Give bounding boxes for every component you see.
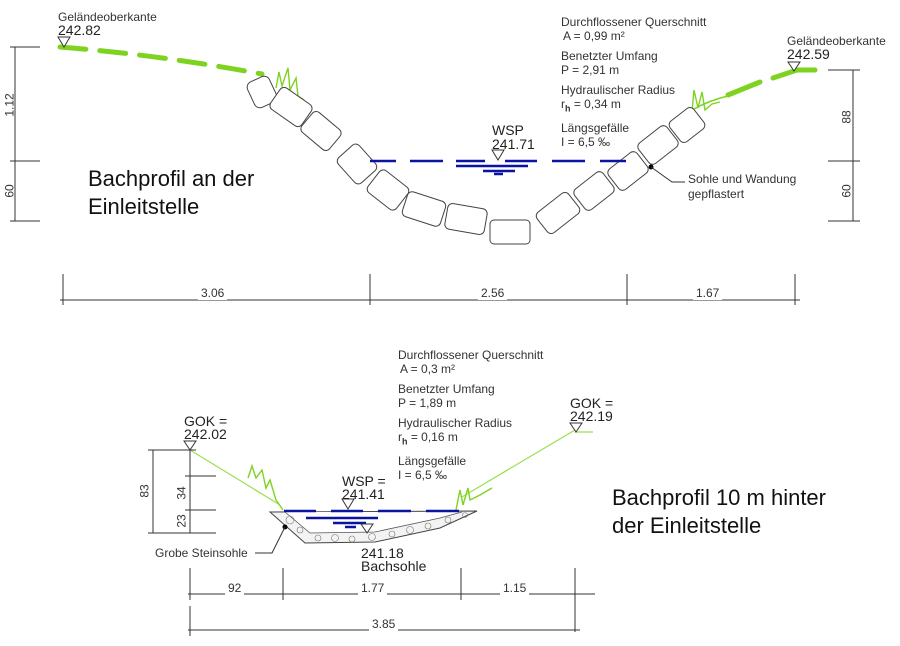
slope-value-2: I = 6,5 ‰ [398,468,448,483]
profile1-hydraulics-block: Durchflossener Querschnitt A = 0,99 m² B… [561,15,706,149]
dim-vertical-upper-2: 34 [174,486,189,500]
slope-label-2: Längsgefälle [398,454,467,469]
profile2-annotation: Grobe Steinsohle [155,546,248,560]
profile1-title: Bachprofil an der Einleitstelle [88,166,255,219]
gok-marker-icon-right [787,61,801,72]
dim-vertical-total-2: 83 [137,484,152,498]
wsp-marker-icon-2 [341,498,355,510]
gok-marker-icon-left-2 [183,440,197,451]
left-gok-value-2: 242.02 [184,426,227,442]
wsp-value: 241.71 [492,136,535,152]
profile2-hydraulics-block: Durchflossener Querschnitt A = 0,3 m² Be… [398,348,543,482]
dim-right-upper: 88 [839,110,854,124]
profile1-annotation-line2: gepflastert [688,187,745,201]
slope-value: I = 6,5 ‰ [561,135,611,150]
radius-label: Hydraulischer Radius [561,83,676,97]
profile2-terrain-left [189,449,281,506]
grass-icon-left-2 [247,463,284,511]
left-gok-label: Geländeoberkante [58,10,157,24]
profile2-terrain-right [461,429,593,498]
wsp-value-2: 241.41 [342,486,385,502]
bed-label: Bachsohle [361,558,427,574]
dim-horizontal-2-2: 1.77 [358,581,388,595]
profile2-stone-bed [268,510,478,544]
profile1-vertical-dims-left [10,46,40,222]
perimeter-value-2: P = 1,89 m [398,396,457,410]
profile1-terrain-left [57,44,265,77]
grass-icon-left [275,67,305,101]
left-gok-value: 242.82 [58,22,101,38]
area-label-2: Durchflossener Querschnitt [398,348,544,362]
perimeter-label-2: Benetzter Umfang [398,382,495,396]
profile1-paving-stones [246,75,706,245]
profile2-annotation-leader [255,524,288,554]
dim-horizontal-2-3: 1.15 [500,581,530,595]
wsp-label: WSP [492,122,524,138]
area-value: A = 0,99 m² [563,29,625,43]
radius-value: rh = 0,34 m [561,97,621,114]
grass-icon-right-2 [455,487,493,511]
gok-marker-icon-left [57,36,71,48]
radius-label-2: Hydraulischer Radius [398,416,513,430]
profile2-title: Bachprofil 10 m hinter der Einleitstelle [612,485,826,538]
wsp-label-2: WSP = [342,473,386,489]
profile1-annotation-line1: Sohle und Wandung [688,172,797,186]
dim-horizontal-3: 1.67 [693,286,723,300]
left-gok-label-2: GOK = [184,413,228,429]
perimeter-label: Benetzter Umfang [561,49,658,63]
profile2-water-level [284,509,459,529]
dim-left-upper: 1.12 [2,93,17,117]
right-gok-label: Geländeoberkante [787,34,886,48]
dim-horizontal-2: 2.56 [478,286,508,300]
area-value-2: A = 0,3 m² [400,362,456,376]
dim-left-lower: 60 [2,184,17,198]
bed-marker-icon [360,523,374,534]
radius-value-2: rh = 0,16 m [398,430,458,447]
right-gok-value-2: 242.19 [570,408,613,424]
right-gok-label-2: GOK = [570,395,614,411]
slope-label: Längsgefälle [561,121,630,136]
dim-vertical-lower-2: 23 [174,514,189,528]
dim-total-2: 3.85 [369,617,399,631]
profile1-terrain-right [691,67,818,111]
profile1-annotation-leader [648,164,685,183]
perimeter-value: P = 2,91 m [561,63,620,77]
area-label: Durchflossener Querschnitt [561,15,707,29]
profile2-vertical-dims [148,449,216,534]
profile1-water-level [370,159,626,176]
right-gok-value: 242.59 [787,46,830,62]
dim-right-lower: 60 [839,184,854,198]
bed-value: 241.18 [361,545,404,561]
dim-horizontal-2-1: 92 [225,581,245,595]
dim-horizontal-1: 3.06 [198,286,228,300]
grass-icon-right [691,89,721,113]
profile1-vertical-dims-right [828,69,860,222]
wsp-marker-icon [491,149,505,161]
gok-marker-icon-right-2 [569,422,583,433]
profile1-horizontal-dims [60,274,800,305]
